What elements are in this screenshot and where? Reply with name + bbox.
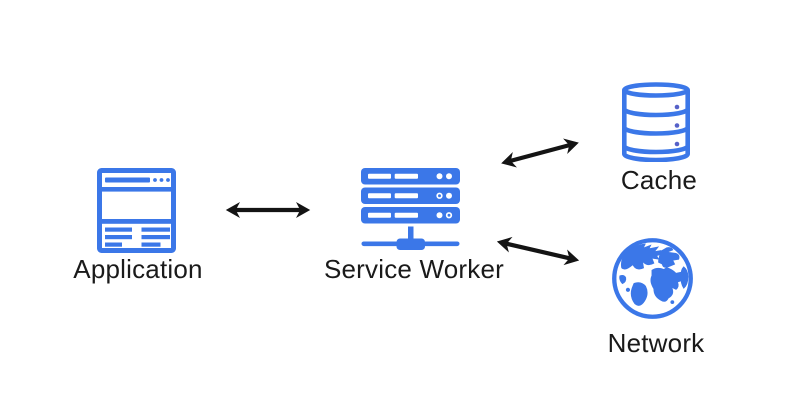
globe-icon — [610, 236, 695, 321]
network-label: Network — [607, 328, 705, 358]
database-cylinder-icon — [622, 82, 690, 162]
server-stack-icon — [361, 168, 460, 252]
service-worker-label: Service Worker — [323, 254, 505, 284]
arrow-service-worker-cache — [498, 132, 583, 174]
arrow-service-worker-network — [494, 231, 583, 272]
arrow-application-service-worker — [225, 199, 311, 221]
application-label: Application — [73, 254, 203, 284]
cache-label: Cache — [620, 165, 698, 195]
browser-window-icon — [97, 168, 176, 253]
